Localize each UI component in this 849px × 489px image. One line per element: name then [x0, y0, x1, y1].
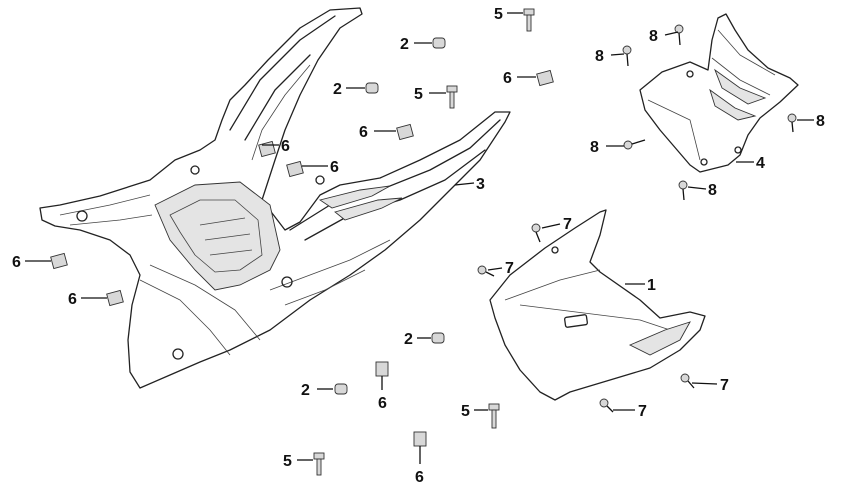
grommet-icon-2c [431, 332, 445, 344]
screw-icon-8e [678, 180, 688, 201]
callout-2: 2 [301, 382, 310, 399]
callout-6: 6 [359, 124, 368, 141]
callout-8: 8 [649, 28, 658, 45]
clip-icon-6d [286, 160, 304, 178]
part-4-rear-cover [639, 13, 799, 173]
callout-6: 6 [378, 395, 387, 412]
callout-8: 8 [595, 48, 604, 65]
bolt-icon-5d [313, 452, 325, 476]
callout-labels: 5 2 2 5 6 6 6 6 3 6 6 7 7 1 8 8 8 8 4 8 … [12, 6, 825, 486]
callout-5: 5 [283, 453, 292, 470]
screw-icon-7b [477, 265, 495, 277]
callout-3: 3 [476, 176, 485, 193]
clip-icon-6b [396, 123, 414, 141]
callout-5: 5 [461, 403, 470, 420]
clip-icon-6e [50, 252, 68, 270]
callout-5: 5 [414, 86, 423, 103]
callout-7: 7 [563, 216, 572, 233]
bolt-icon-5a [523, 8, 535, 32]
callout-5: 5 [494, 6, 503, 23]
part-3-floor-panel [39, 7, 511, 389]
screw-icon-7c [680, 373, 695, 389]
screw-icon-7d [599, 398, 614, 413]
callout-2: 2 [333, 81, 342, 98]
callout-6: 6 [12, 254, 21, 271]
callout-6: 6 [415, 469, 424, 486]
callout-2: 2 [400, 36, 409, 53]
grommet-icon-2b [365, 82, 379, 94]
part-1-under-cover [489, 209, 706, 401]
clip-icon-6g [375, 361, 389, 377]
callout-7: 7 [505, 260, 514, 277]
callout-7: 7 [638, 403, 647, 420]
callout-6: 6 [68, 291, 77, 308]
callout-6: 6 [281, 138, 290, 155]
clip-icon-6a [536, 69, 554, 87]
screw-icon-8a [674, 24, 684, 46]
callout-1: 1 [647, 277, 656, 294]
clip-icon-6f [106, 289, 124, 307]
screw-icon-8d [623, 139, 646, 150]
callout-8: 8 [816, 113, 825, 130]
callout-6: 6 [503, 70, 512, 87]
bolt-icon-5b [446, 85, 458, 109]
callout-4: 4 [756, 155, 765, 172]
leader-lines [25, 12, 814, 464]
screw-icon-8c [787, 113, 797, 133]
callout-2: 2 [404, 331, 413, 348]
clip-icon-6h [413, 431, 427, 447]
callout-8: 8 [708, 182, 717, 199]
callout-8: 8 [590, 139, 599, 156]
callout-7: 7 [720, 377, 729, 394]
screw-icon-8b [622, 45, 632, 67]
grommet-icon-2a [432, 37, 446, 49]
bolt-icon-5c [488, 403, 500, 429]
grommet-icon-2d [334, 383, 348, 395]
callout-6: 6 [330, 159, 339, 176]
screw-icon-7a [531, 223, 541, 243]
